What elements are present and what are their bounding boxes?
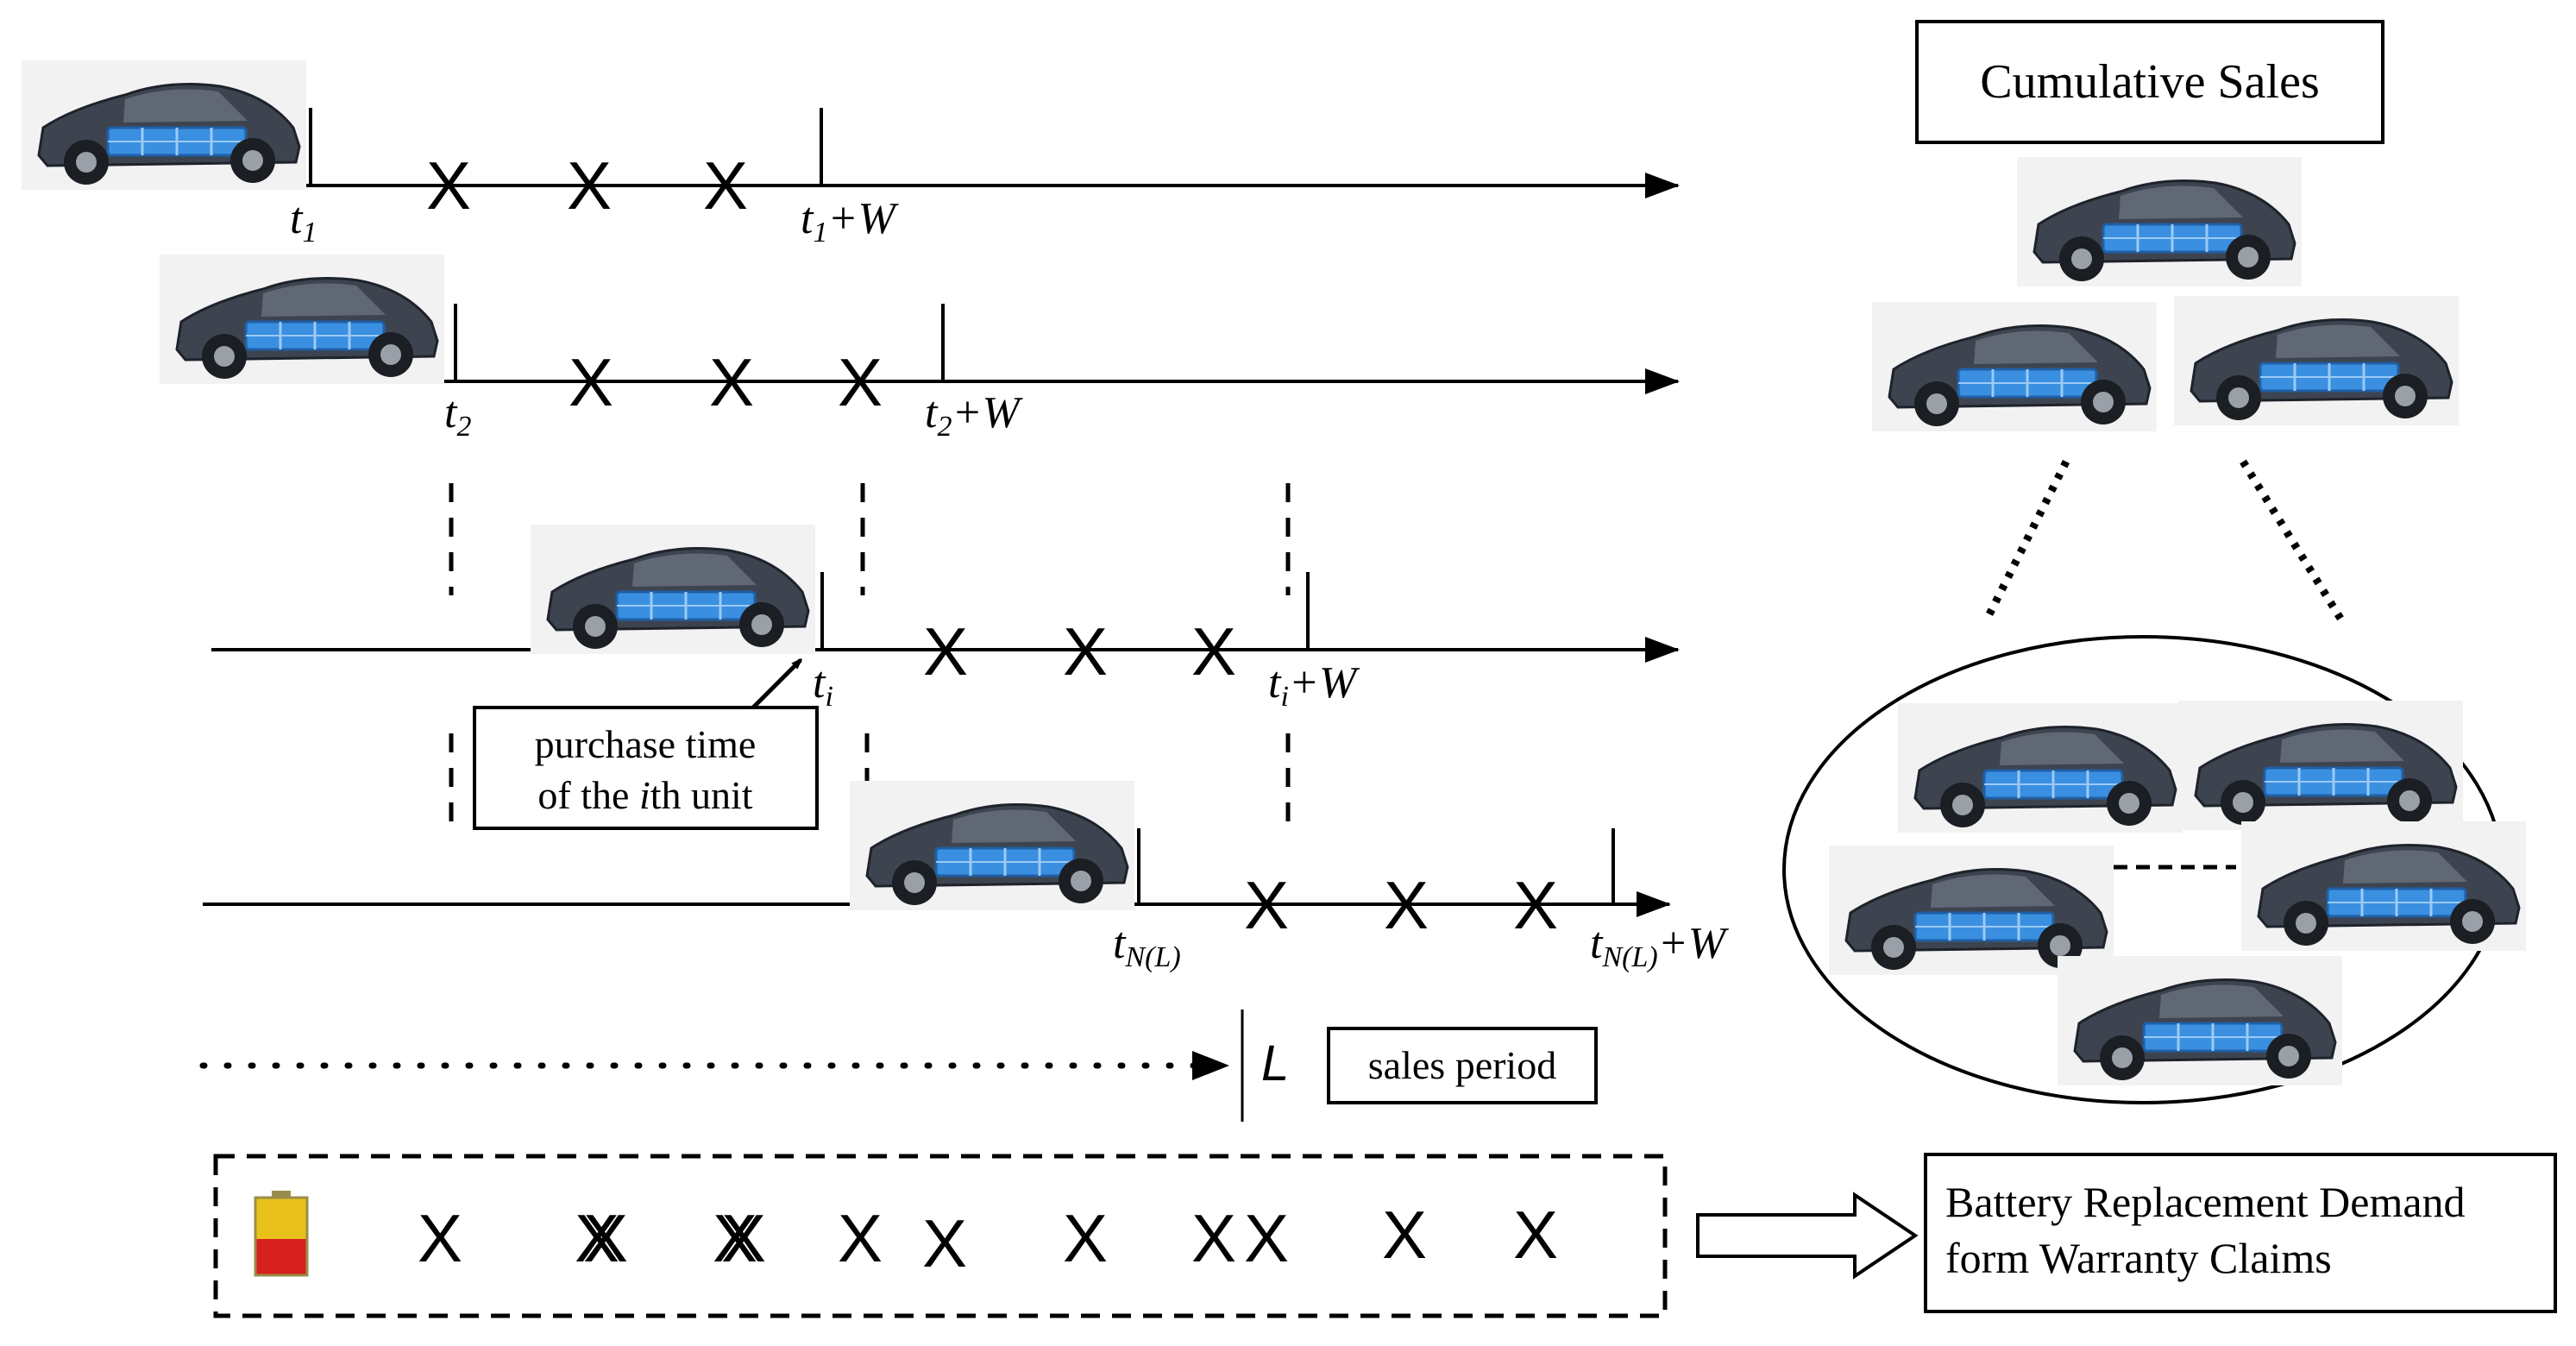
claim-mark: X (838, 1200, 883, 1276)
timeline-n: X X X tN(L) tN(L)+W (203, 779, 1730, 973)
battery-icon (254, 1191, 309, 1277)
car-icon (1896, 701, 2184, 834)
tn-plus-w-label: tN(L)+W (1590, 919, 1730, 973)
ti-plus-w-label: ti+W (1268, 658, 1360, 713)
claims-aggregate: X X X X X X X X X X X X (213, 1154, 1668, 1318)
car-icon (2177, 699, 2465, 832)
claim-mark: X (575, 1200, 619, 1276)
sales-period: L sales period (199, 1010, 1598, 1122)
claim-mark: X (1063, 1200, 1108, 1276)
car-icon (20, 59, 308, 192)
claim-mark: X (426, 148, 471, 223)
car-icon (2240, 820, 2528, 953)
claim-mark: X (838, 344, 883, 420)
dashed-connectors-lower (449, 733, 1291, 833)
claim-mark: X (1513, 1197, 1558, 1273)
claim-mark: X (922, 1205, 967, 1281)
claims-aggregate-box (213, 1154, 1668, 1318)
claim-mark: X (583, 1200, 628, 1276)
claim-mark: X (567, 148, 612, 223)
t2-label: t2 (444, 388, 471, 443)
car-icon (1870, 300, 2158, 433)
replacement-demand-line-1: Battery Replacement Demand (1945, 1178, 2466, 1226)
cumulative-sales-box (1915, 20, 2384, 144)
claim-mark: X (418, 1200, 462, 1276)
callout-line-2: of the ith unit (537, 773, 752, 817)
l-label: L (1261, 1035, 1289, 1091)
car-icon (2172, 294, 2460, 427)
car-icon (848, 779, 1136, 912)
dashed-connectors-upper (449, 483, 1291, 595)
timeline-i: X X X ti ti+W (211, 523, 1680, 714)
car-icon (529, 523, 817, 656)
car-icon (158, 253, 446, 386)
dotted-spread-left (1982, 459, 2070, 624)
claim-mark: X (1513, 867, 1558, 943)
dotted-arrow-head (1192, 1051, 1229, 1080)
claim-mark: X (721, 1200, 766, 1276)
t1-plus-w-label: t1+W (801, 194, 900, 248)
claim-mark: X (569, 344, 613, 420)
claim-mark: X (923, 613, 968, 689)
callout-arrow (747, 660, 801, 714)
claim-mark: X (1191, 613, 1236, 689)
claim-mark: X (1244, 867, 1289, 943)
purchase-time-callout: purchase time of the ith unit (473, 706, 819, 830)
callout-box (473, 706, 819, 830)
car-icon (2056, 954, 2344, 1087)
t1-label: t1 (290, 194, 317, 248)
car-icon (1827, 844, 2115, 977)
claim-mark: X (713, 1200, 757, 1276)
replacement-demand-box (1924, 1153, 2557, 1313)
timeline-1: X X X t1 t1+W (20, 59, 1680, 248)
cumulative-sales: Cumulative Sales (1782, 20, 2528, 1104)
claim-mark: X (709, 344, 754, 420)
claim-mark: X (1244, 1200, 1289, 1276)
hollow-arrow (1696, 1192, 1919, 1280)
replacement-demand-line-2: form Warranty Claims (1945, 1234, 2332, 1282)
claim-mark: X (1191, 1200, 1236, 1276)
claim-mark: X (703, 148, 748, 223)
callout-line-1: purchase time (535, 722, 757, 766)
cumulative-sales-title: Cumulative Sales (1980, 55, 2320, 109)
tn-label: tN(L) (1113, 919, 1181, 973)
timeline-2: X X X t2 t2+W (158, 253, 1680, 443)
replacement-demand: Battery Replacement Demand form Warranty… (1924, 1153, 2557, 1313)
claim-mark: X (1063, 613, 1108, 689)
claim-mark: X (1382, 1197, 1427, 1273)
dotted-spread-right (2240, 459, 2346, 624)
sales-period-box (1327, 1027, 1598, 1104)
ti-label: ti (813, 658, 833, 713)
t2-plus-w-label: t2+W (925, 388, 1024, 443)
claim-mark: X (1384, 867, 1429, 943)
sales-period-label: sales period (1368, 1043, 1556, 1087)
car-icon (2015, 155, 2303, 288)
